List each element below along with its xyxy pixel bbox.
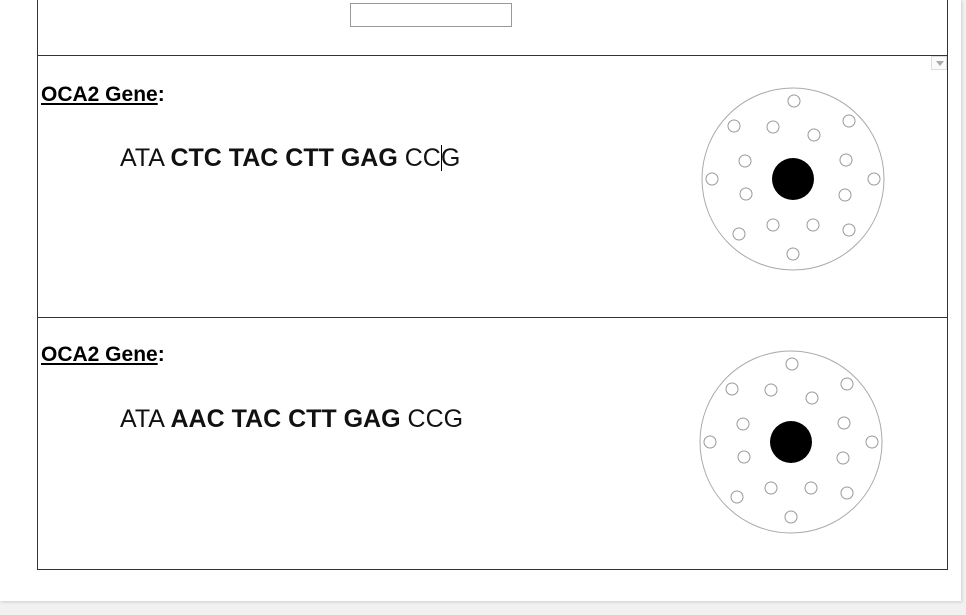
cell-diagram-icon [694,349,888,540]
sequence-suffix: CCG [400,405,464,433]
text-cursor [440,145,442,171]
gene-table: OCA2 Gene: ATA CTC TAC CTT GAG CCG [37,0,948,570]
cell-diagram-icon [696,86,890,277]
gene-heading: OCA2 Gene: [41,343,165,367]
table-row-top [37,0,948,56]
gene-heading-label: OCA2 Gene [41,343,158,366]
gene-heading-colon: : [157,83,165,106]
sequence-suffix: CC [397,144,441,172]
dna-sequence[interactable]: ATA CTC TAC CTT GAG CCG [120,144,460,173]
answer-input-box[interactable] [350,3,512,27]
cell-diagram-svg [701,87,885,271]
table-row-gene-1[interactable]: OCA2 Gene: ATA CTC TAC CTT GAG CCG [37,55,948,318]
sequence-bold-codons: AAC TAC CTT GAG [170,405,401,433]
gene-heading-colon: : [157,343,165,366]
sequence-suffix-after-cursor: G [440,144,461,172]
table-row-gene-2[interactable]: OCA2 Gene: ATA AAC TAC CTT GAG CCG [37,317,948,570]
dna-sequence[interactable]: ATA AAC TAC CTT GAG CCG [120,405,463,434]
table-options-dropdown-icon[interactable] [931,56,947,70]
gene-heading: OCA2 Gene: [41,83,165,107]
sequence-bold-codons: CTC TAC CTT GAG [170,144,398,172]
sequence-prefix: ATA [120,144,171,172]
document-page: OCA2 Gene: ATA CTC TAC CTT GAG CCG [0,0,961,601]
cell-diagram-svg [699,350,883,534]
sequence-prefix: ATA [120,405,171,433]
gene-heading-label: OCA2 Gene [41,83,158,106]
